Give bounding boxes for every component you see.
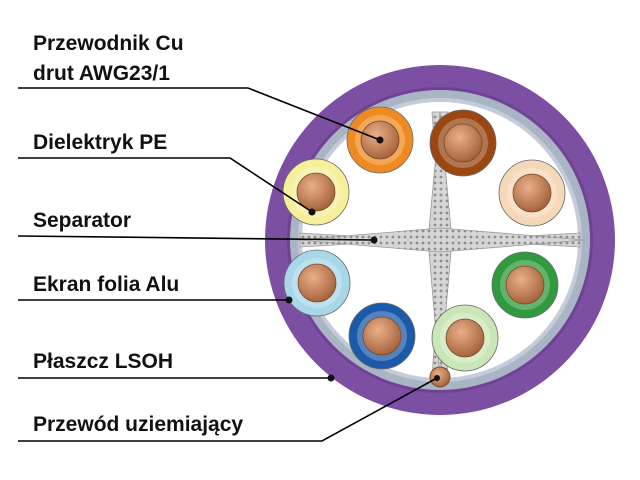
label-separator: Separator <box>33 209 131 232</box>
drain-wire <box>429 366 451 388</box>
copper-core-yellow <box>296 172 336 212</box>
conductor-peach <box>498 159 566 227</box>
conductor-light-green <box>431 304 499 372</box>
copper-core-light-green <box>445 318 485 358</box>
label-drain-wire: Przewód uziemiający <box>33 413 243 436</box>
label-dielectric: Dielektryk PE <box>33 131 167 154</box>
leader-drain-wire-dot <box>434 375 440 381</box>
label-conductor-line1: Przewodnik Cu <box>33 32 184 55</box>
leader-conductor-dot <box>376 136 384 144</box>
conductor-blue <box>348 302 416 370</box>
leader-dielectric <box>18 157 313 213</box>
copper-core-green <box>505 265 545 305</box>
leader-separator-dot <box>370 236 378 244</box>
copper-core-peach <box>512 173 552 213</box>
conductor-brown <box>429 109 497 177</box>
conductor-yellow <box>282 158 350 226</box>
leader-jacket-dot <box>327 374 335 382</box>
leader-drain-wire <box>18 377 438 442</box>
copper-core-light-blue <box>297 263 337 303</box>
leader-shield-dot <box>285 296 293 304</box>
leader-conductor <box>18 87 381 141</box>
label-jacket: Płaszcz LSOH <box>33 350 173 373</box>
separator-horizontal-arm <box>297 227 586 253</box>
leader-separator <box>17 235 375 241</box>
conductor-green <box>491 251 559 319</box>
conductor-light-blue <box>283 249 351 317</box>
label-shield: Ekran folia Alu <box>33 273 179 296</box>
label-conductor-line2: drut AWG23/1 <box>33 62 170 85</box>
copper-core-blue <box>362 316 402 356</box>
leader-dielectric-dot <box>308 208 316 216</box>
copper-core-brown <box>443 123 483 163</box>
